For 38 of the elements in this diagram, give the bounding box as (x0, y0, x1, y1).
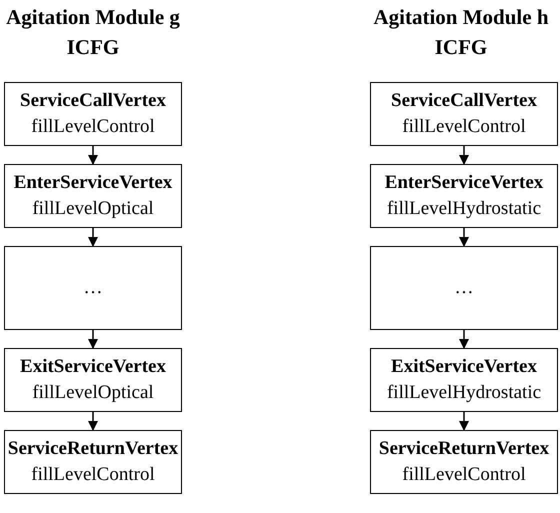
vertex-name: fillLevelControl (402, 115, 526, 139)
vertex-name: … (84, 276, 102, 300)
arrow (88, 228, 98, 247)
vertex-name: … (454, 276, 474, 300)
vertex-name: fillLevelHydrostatic (386, 197, 542, 221)
vertex-box (4, 430, 182, 494)
vertex-type: ServiceReturnVertex (8, 437, 178, 461)
vertex-name: fillLevelControl (31, 463, 155, 487)
vertex-type: ServiceCallVertex (391, 89, 537, 113)
vertex-type: ExitServiceVertex (391, 355, 537, 379)
vertex-box (4, 164, 182, 228)
vertex-box (4, 246, 182, 330)
vertex-box (370, 164, 558, 228)
vertex-box (370, 348, 558, 412)
vertex-name: fillLevelControl (402, 463, 526, 487)
arrow (88, 146, 98, 165)
vertex-box (370, 430, 558, 494)
arrow (459, 330, 469, 349)
vertex-name: fillLevelOptical (32, 381, 154, 405)
arrow (459, 412, 469, 431)
vertex-name: fillLevelOptical (32, 197, 154, 221)
arrow (88, 330, 98, 349)
arrow (88, 412, 98, 431)
vertex-box (370, 82, 558, 146)
vertex-name: fillLevelHydrostatic (386, 381, 542, 405)
column-title: Agitation Module h ICFG (372, 4, 550, 61)
vertex-type: ExitServiceVertex (20, 355, 166, 379)
column-title: Agitation Module g ICFG (5, 4, 181, 61)
vertex-type: EnterServiceVertex (14, 171, 172, 195)
arrow (459, 146, 469, 165)
vertex-box (370, 246, 558, 330)
vertex-type: EnterServiceVertex (384, 171, 544, 195)
vertex-box (4, 82, 182, 146)
vertex-box (4, 348, 182, 412)
vertex-type: ServiceCallVertex (20, 89, 166, 113)
arrow (459, 228, 469, 247)
vertex-name: fillLevelControl (31, 115, 155, 139)
vertex-type: ServiceReturnVertex (378, 437, 550, 461)
